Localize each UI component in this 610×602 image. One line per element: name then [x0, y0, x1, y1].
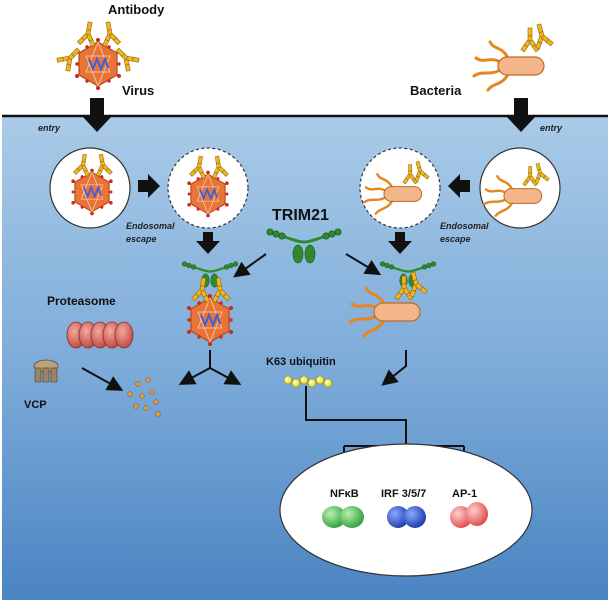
- entry-label-left: entry: [38, 123, 61, 133]
- vcp-icon: [33, 359, 59, 383]
- nfkb-label: NFκB: [330, 488, 359, 500]
- k63-ubiquitin-label: K63 ubiquitin: [266, 356, 336, 368]
- peptide-fragments-icon: [127, 377, 161, 417]
- trim21-arrow-right: [345, 253, 382, 276]
- down-arrow-virus: [196, 232, 220, 254]
- bacteria-antibody-complex-icon: [472, 21, 555, 92]
- irf-label: IRF 3/5/7: [381, 488, 426, 500]
- degradation-arrow-proteasome: [81, 367, 124, 391]
- virus-label: Virus: [122, 83, 154, 98]
- bacteria-label: Bacteria: [410, 83, 462, 98]
- entry-arrow-left: [82, 98, 112, 132]
- entry-label-right: entry: [540, 123, 563, 133]
- irf-dimer-icon: [387, 506, 426, 528]
- signal-connector: [305, 386, 407, 462]
- trim21-label: TRIM21: [272, 207, 329, 224]
- proteasome-label: Proteasome: [47, 294, 116, 308]
- vcp-label: VCP: [24, 399, 47, 411]
- escaped-bacteria: [359, 147, 441, 229]
- escape-arrow-right: [448, 174, 470, 198]
- endosome-bacteria: [479, 147, 561, 229]
- ap1-dimer-icon: [450, 502, 488, 528]
- endosomal-escape-right-line1: Endosomal: [440, 221, 489, 231]
- ap1-label: AP-1: [452, 488, 477, 500]
- entry-arrow-right: [506, 98, 536, 132]
- escape-arrow-left: [138, 174, 160, 198]
- nfkb-dimer-icon: [322, 506, 364, 528]
- bacteria-to-ubiquitin-arrow: [381, 350, 407, 386]
- endosomal-escape-left-line2: escape: [126, 234, 157, 244]
- k63-ubiquitin-chain-icon: [283, 375, 333, 388]
- antibody-label: Antibody: [108, 2, 165, 17]
- down-arrow-bacteria: [388, 232, 412, 254]
- proteasome-icon: [66, 321, 134, 349]
- virus-antibody-complex-icon: [54, 20, 142, 91]
- endosomal-escape-left-line1: Endosomal: [126, 221, 175, 231]
- endosomal-escape-right-line2: escape: [440, 234, 471, 244]
- branch-arrow-virus: [178, 350, 242, 385]
- escaped-virus: [167, 147, 249, 229]
- trim21-arrow-left: [233, 253, 267, 278]
- endosome-virus: [49, 147, 131, 229]
